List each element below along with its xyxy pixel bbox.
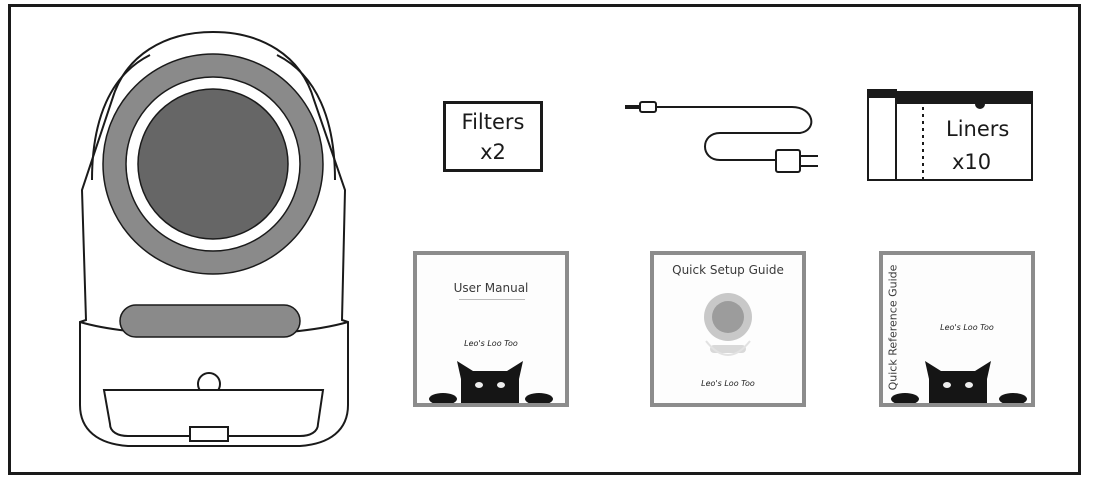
filters-quantity: x2 <box>480 140 506 164</box>
box-contents-frame <box>8 4 1081 475</box>
user-manual-card: User Manual Leo's Loo Too <box>413 251 569 407</box>
user-manual-brand: Leo's Loo Too <box>464 339 518 348</box>
liners-quantity: x10 <box>952 150 992 174</box>
filters-box: Filters x2 <box>443 101 543 172</box>
quick-setup-guide-card: Quick Setup Guide Leo's Loo Too <box>650 251 806 407</box>
quick-reference-guide-card: Quick Reference Guide Leo's Loo Too <box>879 251 1035 407</box>
quick-reference-guide-brand: Leo's Loo Too <box>940 323 994 332</box>
user-manual-title: User Manual <box>453 281 529 295</box>
divider <box>459 299 525 300</box>
quick-setup-guide-brand: Leo's Loo Too <box>701 379 755 388</box>
cat-silhouette-icon <box>891 361 1027 403</box>
litter-box-thumbnail-icon <box>704 293 752 356</box>
liners-label: Liners <box>946 117 1010 141</box>
filters-label: Filters <box>461 110 525 134</box>
liners-box <box>867 89 1033 181</box>
power-cord-icon <box>625 101 818 173</box>
quick-setup-guide-title: Quick Setup Guide <box>672 263 784 277</box>
cat-silhouette-icon <box>429 361 553 403</box>
litter-box-unit-illustration <box>79 30 349 447</box>
